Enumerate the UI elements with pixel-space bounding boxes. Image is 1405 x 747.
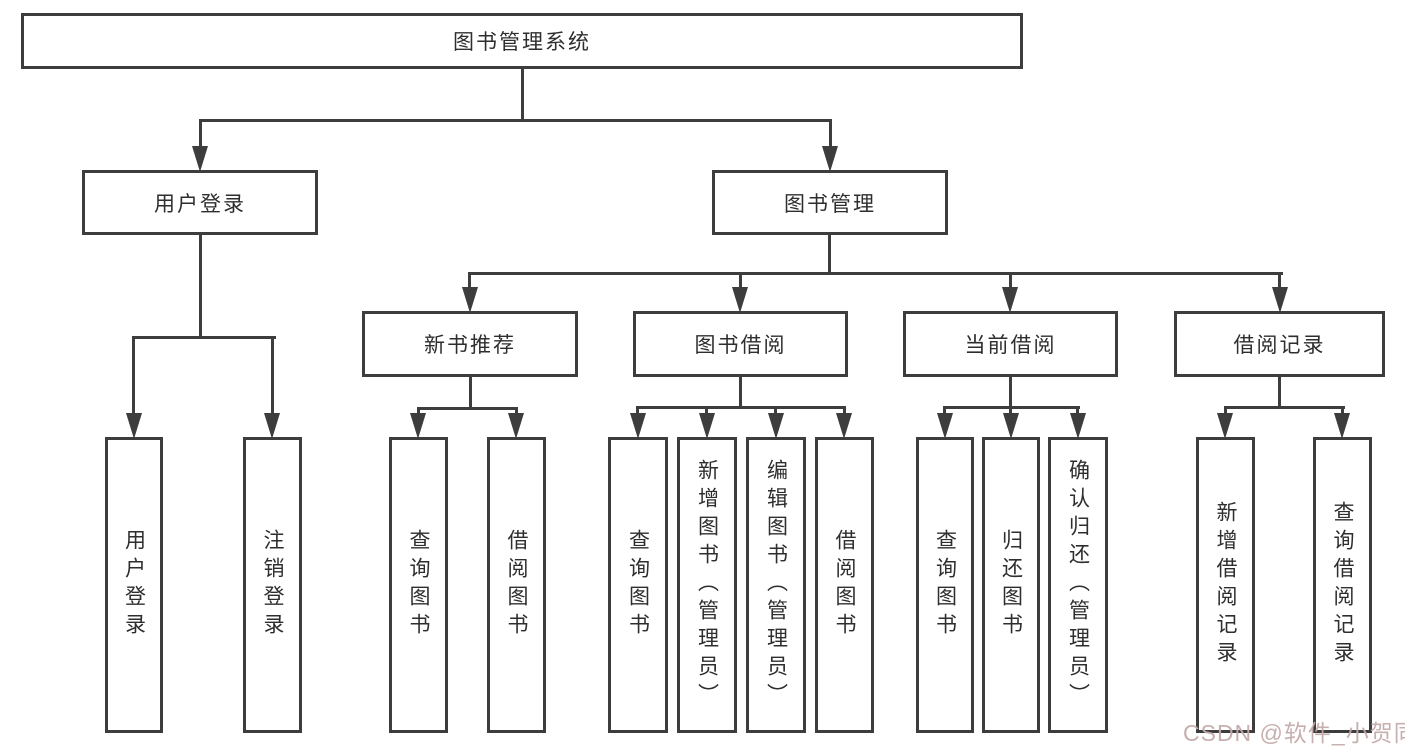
arrowhead-down-icon <box>1217 413 1233 439</box>
leaf-borrow-borrow-books: 借阅图书 <box>815 437 874 733</box>
leaf-borrow-query-books-label: 查询图书 <box>626 529 650 641</box>
node-current-borrow-label: 当前借阅 <box>964 334 1057 357</box>
arrowhead-down-icon <box>937 413 953 439</box>
connector-bookborrow-drop-2 <box>705 406 708 417</box>
connector-userlogin-drop-2 <box>271 336 274 416</box>
connector-currentborrow-stem <box>1009 374 1012 408</box>
leaf-record-query-borrow-record: 查询借阅记录 <box>1313 437 1372 733</box>
connector-currentborrow-bar <box>944 406 1080 409</box>
leaf-current-return-books: 归还图书 <box>982 437 1040 733</box>
connector-bookmgmt-drop-1 <box>468 272 471 290</box>
node-book-management-label: 图书管理 <box>784 192 876 216</box>
leaf-logout: 注销登录 <box>243 437 302 733</box>
leaf-user-login-label: 用户登录 <box>122 529 146 641</box>
arrowhead-down-icon <box>192 146 208 172</box>
arrowhead-down-icon <box>630 413 646 439</box>
connector-borrowrecord-stem <box>1278 374 1281 408</box>
connector-borrowrecord-drop-2 <box>1341 406 1344 417</box>
leaf-current-return-books-label: 归还图书 <box>999 529 1023 641</box>
connector-newbook-drop-1 <box>417 407 420 417</box>
arrowhead-down-icon <box>1002 287 1018 313</box>
leaf-current-confirm-return-admin: 确认归还（管理员） <box>1048 437 1108 733</box>
leaf-borrow-edit-books-admin-label: 编辑图书（管理员） <box>764 459 788 711</box>
leaf-user-login: 用户登录 <box>105 437 163 733</box>
leaf-borrow-edit-books-admin: 编辑图书（管理员） <box>746 437 806 733</box>
leaf-record-query-borrow-record-label: 查询借阅记录 <box>1331 501 1354 669</box>
arrowhead-down-icon <box>126 413 142 439</box>
connector-bookborrow-stem <box>739 374 742 408</box>
connector-currentborrow-drop-2 <box>1009 406 1012 417</box>
node-root-label: 图书管理系统 <box>453 31 591 54</box>
node-book-management: 图书管理 <box>712 170 948 235</box>
connector-bookmgmt-drop-3 <box>1009 272 1012 290</box>
node-current-borrow: 当前借阅 <box>903 311 1118 377</box>
connector-root-stem <box>521 66 524 121</box>
connector-userlogin-drop-1 <box>132 336 135 416</box>
node-borrow-record-label: 借阅记录 <box>1233 334 1326 357</box>
node-borrow-record: 借阅记录 <box>1174 311 1385 377</box>
connector-borrowrecord-drop-1 <box>1224 406 1227 417</box>
node-root: 图书管理系统 <box>21 13 1023 69</box>
arrowhead-down-icon <box>699 413 715 439</box>
leaf-borrow-add-books-admin: 新增图书（管理员） <box>677 437 737 733</box>
arrowhead-down-icon <box>822 146 838 172</box>
arrowhead-down-icon <box>1070 413 1086 439</box>
arrowhead-down-icon <box>410 413 426 439</box>
node-new-book-recommend: 新书推荐 <box>362 311 578 377</box>
leaf-newbook-borrow-books: 借阅图书 <box>487 437 546 733</box>
connector-bookmgmt-drop-2 <box>739 272 742 290</box>
arrowhead-down-icon <box>264 413 280 439</box>
connector-bookmgmt-drop-4 <box>1278 272 1281 290</box>
connector-currentborrow-drop-3 <box>1076 406 1079 417</box>
connector-bookborrow-bar <box>637 406 846 409</box>
leaf-logout-label: 注销登录 <box>261 529 284 641</box>
arrowhead-down-icon <box>1334 413 1350 439</box>
leaf-record-add-borrow-record-label: 新增借阅记录 <box>1214 501 1237 669</box>
leaf-current-query-books-label: 查询图书 <box>933 529 957 641</box>
leaf-borrow-query-books: 查询图书 <box>608 437 668 733</box>
node-book-borrow: 图书借阅 <box>633 311 848 377</box>
connector-newbook-stem <box>469 374 472 409</box>
arrowhead-down-icon <box>732 287 748 313</box>
node-user-login: 用户登录 <box>82 170 318 235</box>
connector-bookborrow-drop-1 <box>636 406 639 417</box>
arrowhead-down-icon <box>836 413 852 439</box>
leaf-current-confirm-return-admin-label: 确认归还（管理员） <box>1066 459 1090 711</box>
arrowhead-down-icon <box>1272 287 1288 313</box>
leaf-newbook-query-books-label: 查询图书 <box>407 529 430 641</box>
leaf-record-add-borrow-record: 新增借阅记录 <box>1196 437 1255 733</box>
leaf-newbook-query-books: 查询图书 <box>389 437 448 733</box>
arrowhead-down-icon <box>768 413 784 439</box>
connector-root-drop-right <box>829 119 832 149</box>
connector-bookmgmt-stem <box>828 233 831 274</box>
arrowhead-down-icon <box>1003 413 1019 439</box>
leaf-current-query-books: 查询图书 <box>916 437 974 733</box>
node-book-borrow-label: 图书借阅 <box>694 334 787 357</box>
arrowhead-down-icon <box>508 413 524 439</box>
connector-currentborrow-drop-1 <box>943 406 946 417</box>
connector-bookborrow-drop-4 <box>843 406 846 417</box>
connector-userlogin-bar <box>133 336 276 339</box>
arrowhead-down-icon <box>462 287 478 313</box>
leaf-borrow-borrow-books-label: 借阅图书 <box>833 529 856 641</box>
connector-bookmgmt-bar <box>469 272 1283 275</box>
node-new-book-recommend-label: 新书推荐 <box>424 334 516 357</box>
leaf-borrow-add-books-admin-label: 新增图书（管理员） <box>695 459 719 711</box>
connector-root-drop-left <box>199 119 202 149</box>
connector-root-bar <box>199 119 832 122</box>
connector-bookborrow-drop-3 <box>774 406 777 417</box>
leaf-newbook-borrow-books-label: 借阅图书 <box>505 529 528 641</box>
node-user-login-label: 用户登录 <box>154 192 246 216</box>
connector-borrowrecord-bar <box>1224 406 1345 409</box>
connector-newbook-bar <box>417 407 518 410</box>
connector-userlogin-stem <box>199 233 202 338</box>
connector-newbook-drop-2 <box>515 407 518 417</box>
